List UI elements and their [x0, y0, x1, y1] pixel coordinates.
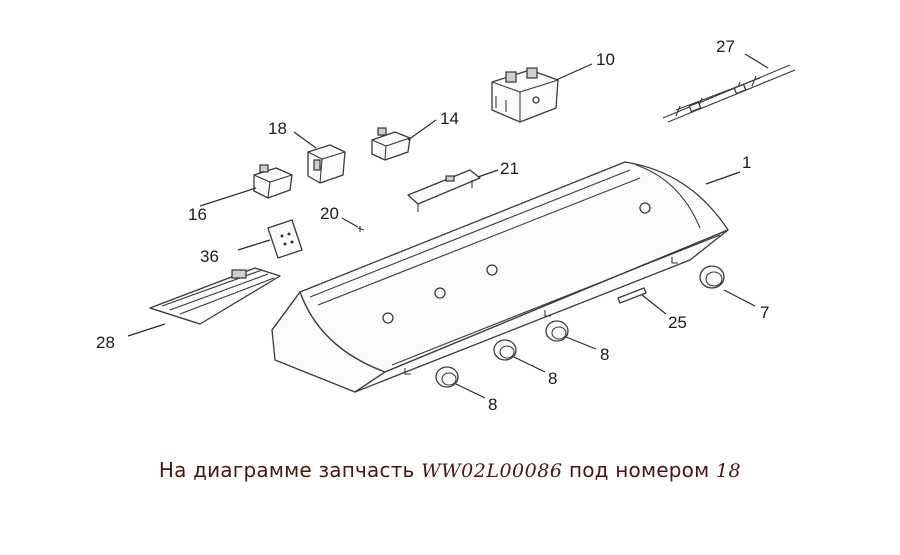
callout-27: 27	[716, 37, 735, 56]
callout-20: 20	[320, 204, 339, 223]
leader-lines	[127, 53, 769, 399]
caption-prefix: На диаграмме запчасть	[158, 458, 415, 482]
wiring-board-28	[149, 267, 281, 325]
callout-8-c: 8	[488, 395, 497, 414]
callout-18: 18	[268, 119, 287, 138]
relay-18	[307, 144, 346, 184]
callout-21: 21	[500, 159, 519, 178]
callout-25: 25	[668, 313, 687, 332]
bar-25	[617, 287, 647, 304]
exploded-parts-diagram: 1 7 8 8 8 10 14 16 18 20 21 25 27 28 36	[96, 37, 796, 414]
caption-part-number: WW02L00086	[421, 460, 563, 482]
knob-8-a	[545, 320, 569, 342]
circuit-board-21	[407, 169, 481, 212]
switch-block-10	[491, 67, 559, 123]
knob-8-c	[435, 366, 459, 388]
callout-8-b: 8	[548, 369, 557, 388]
diagram-caption: На диаграмме запчасть WW02L00086 под ном…	[0, 458, 900, 482]
callout-28: 28	[96, 333, 115, 352]
screw-20	[357, 226, 365, 232]
callout-36: 36	[200, 247, 219, 266]
callout-1: 1	[742, 153, 751, 172]
switch-16	[253, 164, 293, 199]
label-sheet-36	[267, 219, 303, 259]
wire-harness-27	[662, 64, 796, 123]
knob-8-b	[493, 339, 517, 361]
control-panel-housing	[271, 161, 729, 393]
callout-14: 14	[440, 109, 459, 128]
callout-16: 16	[188, 205, 207, 224]
switch-14	[371, 127, 411, 161]
caption-position-number: 18	[715, 460, 742, 482]
callout-7: 7	[760, 303, 769, 322]
callout-8-a: 8	[600, 345, 609, 364]
callout-10: 10	[596, 50, 615, 69]
knob-7	[699, 265, 725, 289]
caption-middle: под номером	[568, 458, 710, 482]
